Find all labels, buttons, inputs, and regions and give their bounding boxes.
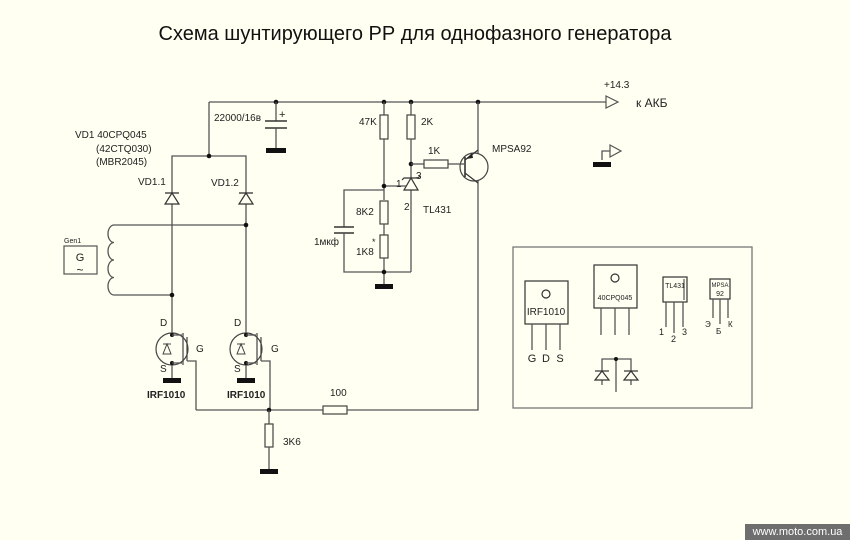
pinout-tl-pin1: 1 <box>659 327 664 337</box>
diagram-title: Схема шунтирующего РР для однофазного ге… <box>159 23 673 45</box>
supply-voltage-label: +14.3 <box>604 80 630 91</box>
pinout-tl-pin3: 3 <box>682 327 687 337</box>
mosfet1-part-label: IRF1010 <box>147 390 186 401</box>
gen-label: Gen1 <box>64 238 81 245</box>
r8k2-label: 8K2 <box>356 207 374 218</box>
irf1010-package <box>524 280 569 350</box>
pinout-mpsa-line2: 92 <box>716 291 724 298</box>
mosfet1-d-label: D <box>160 318 167 329</box>
gen-wave-icon: ~ <box>76 263 83 277</box>
pinout-irf-pin-g: G <box>528 353 537 365</box>
watermark: www.moto.com.ua <box>745 524 850 540</box>
tl-pin2-label: 2 <box>404 202 410 213</box>
r3k6-label: 3K6 <box>283 437 301 448</box>
resistor-8k2 <box>379 200 389 225</box>
pinout-irf-label: IRF1010 <box>527 307 566 318</box>
pinout-irf-pin-s: S <box>556 353 563 365</box>
diode-package <box>593 264 640 392</box>
pinout-mpsa-line1: MPSA <box>711 283 728 289</box>
r2k-label: 2K <box>421 117 434 128</box>
pinout-tl-label: TL431 <box>665 283 685 290</box>
generator-block <box>63 245 98 275</box>
pinout-tl-pin2: 2 <box>671 334 676 344</box>
ground-icon <box>266 148 286 153</box>
supply-rail <box>208 95 620 156</box>
r1k8-mark: * <box>372 237 376 247</box>
resistor-3k6 <box>264 423 274 448</box>
tl-pin3-label: 3 <box>416 171 422 182</box>
tl431-package <box>662 276 688 333</box>
cap-plus-label: + <box>279 109 285 121</box>
r47k-label: 47K <box>359 117 377 128</box>
resistor-2k <box>406 114 416 140</box>
tl431-symbol <box>402 176 420 191</box>
mpsa92-label: MPSA92 <box>492 144 532 155</box>
mosfet2-part-label: IRF1010 <box>227 390 266 401</box>
ground-port-symbol <box>593 143 623 167</box>
tl431-label: TL431 <box>423 205 452 216</box>
mosfet2-d-label: D <box>234 318 241 329</box>
vd1-alt1-label: (42CTQ030) <box>96 144 152 155</box>
ground-icon <box>163 378 181 383</box>
ground-icon <box>375 284 393 289</box>
r100-label: 100 <box>330 388 347 399</box>
capacitor-22000uf <box>265 102 287 153</box>
vd1-alt2-label: (MBR2045) <box>96 157 147 168</box>
vd1-1-label: VD1.1 <box>138 177 166 188</box>
ground-icon <box>260 469 278 474</box>
output-port-arrow-icon <box>605 95 620 109</box>
mpsa92-package <box>709 278 731 324</box>
tl-pin1-label: 1 <box>396 179 402 190</box>
gate-drive-network <box>196 102 479 474</box>
pinout-irf-pin-d: D <box>542 353 550 365</box>
reference-section <box>334 102 459 289</box>
vd1-part-label: VD1 40CPQ045 <box>75 130 147 141</box>
mosfet1-g-label: G <box>196 344 204 355</box>
cap-1uf-label: 1мкф <box>314 236 339 248</box>
vd1-2-label: VD1.2 <box>211 178 239 189</box>
resistor-1k8 <box>379 234 389 259</box>
mosfet-1 <box>155 320 197 410</box>
ground-icon <box>237 378 255 383</box>
transistor-mpsa92 <box>459 149 489 184</box>
mosfet-2 <box>229 320 271 410</box>
mosfet2-g-label: G <box>271 344 279 355</box>
pinout-panel <box>512 246 753 409</box>
r1k-label: 1K <box>428 146 441 157</box>
resistor-1k <box>423 159 449 169</box>
pinout-mpsa-pin-k: К <box>728 320 733 329</box>
cap-main-label: 22000/16в <box>214 113 261 124</box>
r1k8-label: 1K8 <box>356 247 374 258</box>
resistor-100 <box>322 405 348 415</box>
gen-symbol: G <box>76 252 85 264</box>
pinout-diode-label: 40CPQ045 <box>598 295 633 302</box>
mosfet2-s-label: S <box>234 364 241 375</box>
pinout-mpsa-pin-b: Б <box>716 327 721 336</box>
pinout-mpsa-pin-e: Э <box>705 320 711 329</box>
mosfet1-s-label: S <box>160 364 167 375</box>
generator-coil <box>107 224 115 296</box>
diode-bridge <box>114 153 255 320</box>
to-battery-label: к АКБ <box>636 96 668 110</box>
resistor-47k <box>379 114 389 140</box>
